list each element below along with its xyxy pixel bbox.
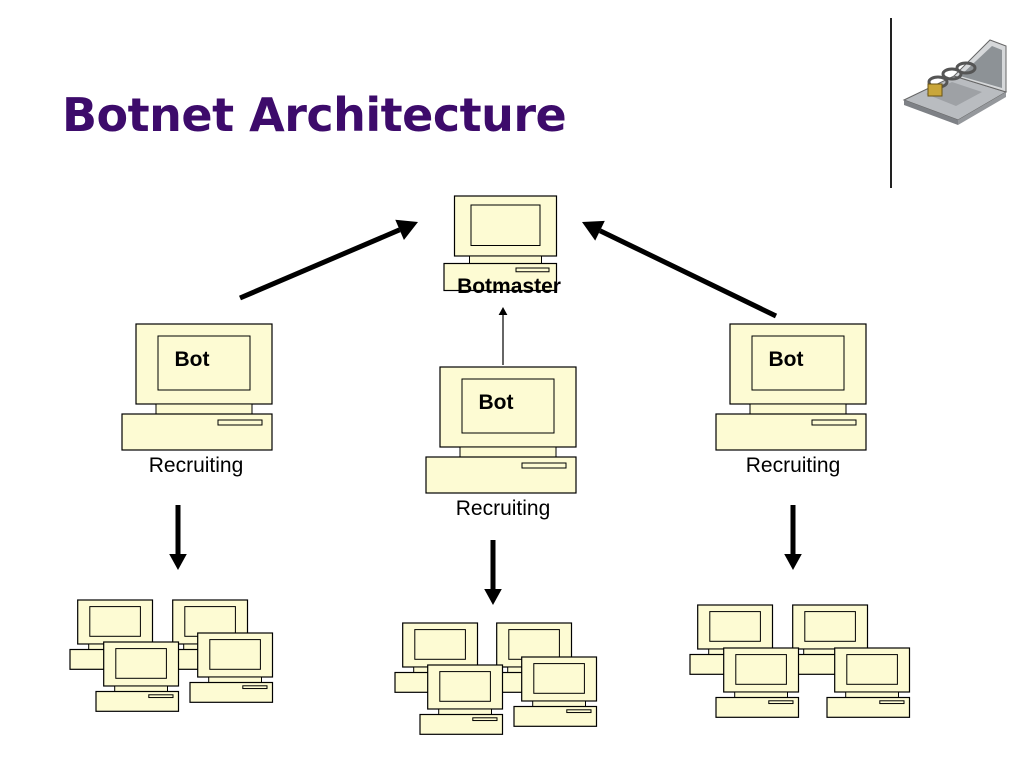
- vertical-divider: [890, 18, 892, 188]
- recruit-down-arrow: [484, 540, 502, 605]
- recruited-computer: [419, 664, 504, 735]
- report-arrow-center: [498, 307, 508, 365]
- bot-screen-label: Bot: [174, 348, 210, 371]
- recruited-computer: [513, 656, 598, 727]
- bot-computer: [121, 323, 273, 451]
- report-arrow-right: [582, 220, 778, 319]
- recruit-down-arrow: [169, 505, 187, 570]
- recruited-computer: [826, 647, 911, 718]
- bot-computer: [425, 366, 577, 494]
- bot-screen-label: Bot: [478, 391, 514, 414]
- recruiting-label: Recruiting: [745, 454, 841, 477]
- recruiting-label: Recruiting: [455, 497, 551, 520]
- botmaster-computer: [443, 195, 558, 292]
- recruiting-label: Recruiting: [148, 454, 244, 477]
- recruited-computer: [189, 632, 274, 703]
- botmaster-label: Botmaster: [457, 275, 561, 298]
- bot-computer: [715, 323, 867, 451]
- recruited-computer: [95, 641, 180, 712]
- report-arrow-left: [239, 219, 418, 301]
- laptop-chain-icon: [902, 39, 1008, 125]
- bot-screen-label: Bot: [768, 348, 804, 371]
- recruit-down-arrow: [784, 505, 802, 570]
- recruited-computer: [715, 647, 800, 718]
- slide-title: Botnet Architecture: [62, 88, 567, 142]
